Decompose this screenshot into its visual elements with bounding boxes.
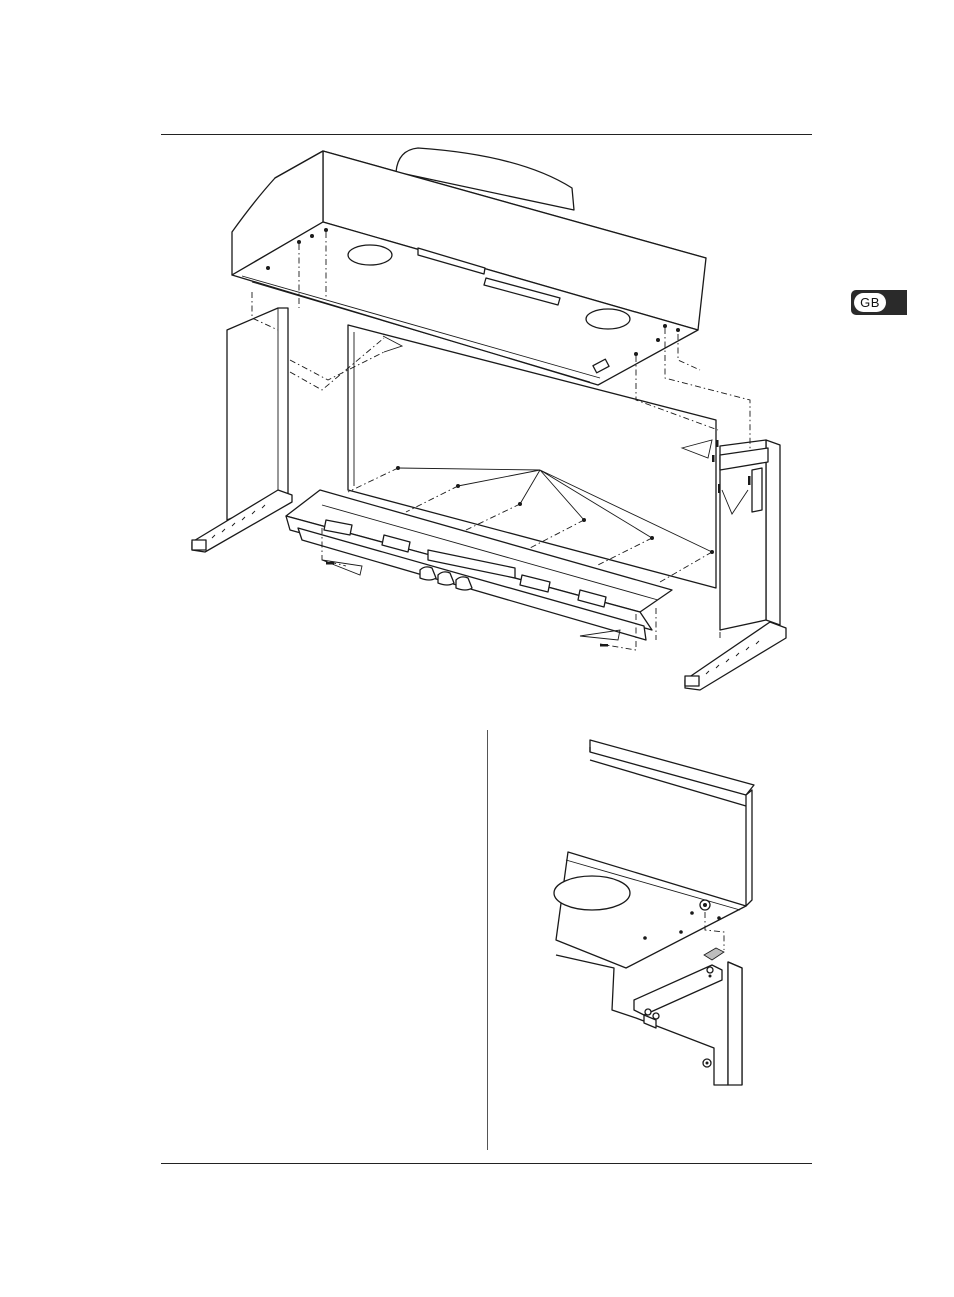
detail-bracket-illustration <box>0 0 954 1297</box>
